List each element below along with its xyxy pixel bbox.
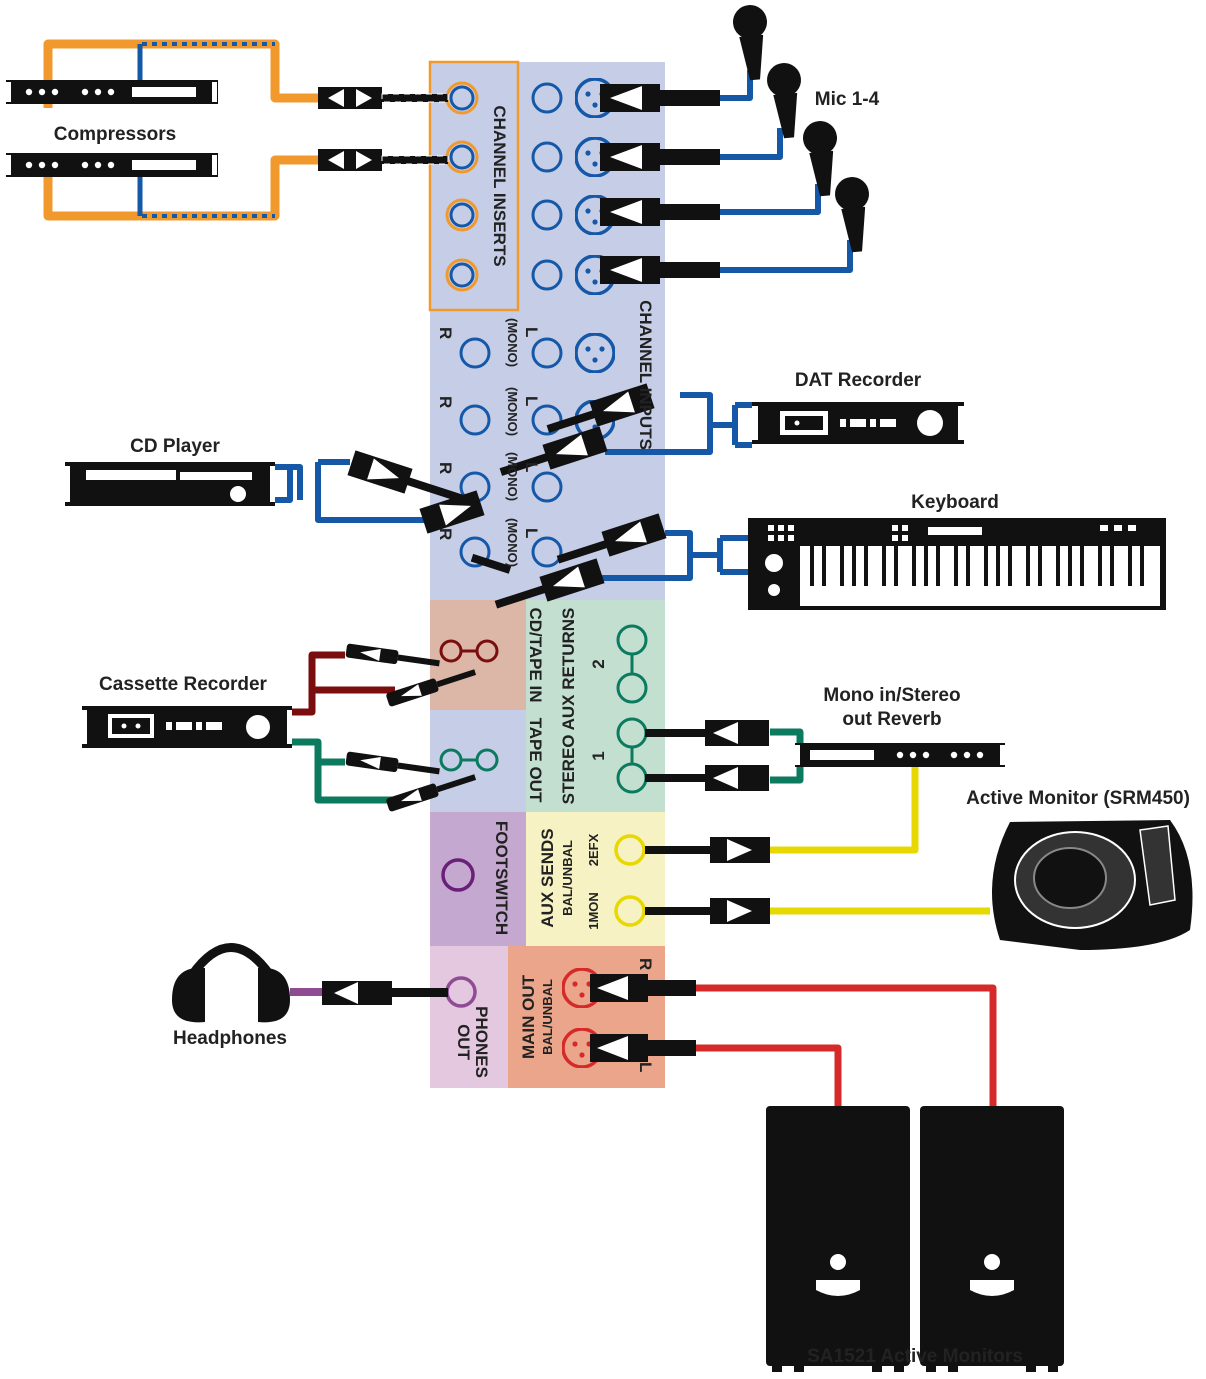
- reverb-unit-device: [795, 743, 1005, 767]
- plugs: [318, 84, 770, 1062]
- label-mono-1: (MONO): [505, 318, 520, 367]
- label-mono-4: (MONO): [505, 518, 520, 567]
- label-cd-player: CD Player: [130, 436, 220, 457]
- label-mono-3: (MONO): [505, 452, 520, 501]
- label-reverb-line1: Mono in/Stereo: [823, 685, 960, 706]
- label-main-bal-unbal: BAL/UNBAL: [540, 979, 555, 1055]
- label-r-1: R: [436, 327, 455, 339]
- label-compressors: Compressors: [54, 124, 177, 145]
- label-main-r: R: [636, 958, 655, 970]
- label-mono-2: (MONO): [505, 387, 520, 436]
- panel-aux-returns: [526, 600, 665, 812]
- label-dat-recorder: DAT Recorder: [795, 370, 922, 391]
- sa1521-monitors-device: [766, 1106, 1064, 1372]
- label-mics: Mic 1-4: [815, 89, 880, 110]
- label-return-2: 2: [589, 659, 608, 668]
- panel-labels: CHANNEL INSERTS CHANNEL INPUTS R L (MONO…: [436, 105, 655, 1078]
- compressor-units: [6, 80, 218, 177]
- aux-send-jacks: [614, 834, 646, 927]
- label-l-3: L: [522, 462, 541, 472]
- label-active-monitor: Active Monitor (SRM450): [966, 788, 1190, 809]
- label-footswitch: FOOTSWITCH: [492, 821, 511, 935]
- dat-recorder-device: [752, 402, 964, 444]
- keyboard-device: [748, 518, 1166, 610]
- label-keyboard: Keyboard: [911, 492, 999, 513]
- label-reverb-line2: out Reverb: [842, 709, 941, 730]
- label-channel-inserts: CHANNEL INSERTS: [490, 105, 509, 266]
- label-main-out: MAIN OUT: [519, 974, 538, 1059]
- device-labels: Compressors Mic 1-4 DAT Recorder CD Play…: [54, 89, 1190, 1367]
- label-r-3: R: [436, 462, 455, 474]
- label-aux-bal-unbal: BAL/UNBAL: [560, 840, 575, 916]
- label-sa1521-monitors: SA1521 Active Monitors: [807, 1346, 1023, 1367]
- cassette-recorder-device: [82, 706, 292, 748]
- srm450-monitor-device: [992, 820, 1193, 950]
- label-l-4: L: [522, 528, 541, 538]
- cables: [43, 39, 997, 1106]
- label-r-2: R: [436, 396, 455, 408]
- label-cassette-recorder: Cassette Recorder: [99, 674, 268, 695]
- panel-footswitch: [430, 812, 526, 946]
- label-main-l: L: [636, 1062, 655, 1072]
- label-cd-tape-in: CD/TAPE IN: [526, 607, 545, 702]
- footswitch-jack: [441, 858, 475, 892]
- panel-phones: [430, 946, 508, 1088]
- insert-jacks: [445, 81, 479, 292]
- label-tape-out: TAPE OUT: [526, 718, 545, 803]
- label-send-1mon: 1MON: [586, 892, 601, 930]
- label-l-1: L: [522, 327, 541, 337]
- panel-aux-sends: [526, 812, 665, 946]
- label-return-1: 1: [589, 751, 608, 760]
- label-r-4: R: [436, 528, 455, 540]
- label-phones-line2: OUT: [454, 1024, 473, 1061]
- cd-player-device: [65, 462, 275, 506]
- rca-jacks: [439, 639, 499, 772]
- label-phones-line1: PHONES: [472, 1006, 491, 1078]
- headphones-icon: [172, 943, 290, 1023]
- label-stereo-aux-returns: STEREO AUX RETURNS: [559, 608, 578, 805]
- channel-inserts-outline: [428, 60, 520, 312]
- label-aux-sends: AUX SENDS: [538, 828, 557, 927]
- microphone-icons: [733, 5, 869, 253]
- label-headphones: Headphones: [173, 1028, 287, 1049]
- label-channel-inputs: CHANNEL INPUTS: [636, 300, 655, 450]
- label-send-2efx: 2EFX: [586, 833, 601, 866]
- channel-trs-jacks: [459, 82, 563, 568]
- label-l-2: L: [522, 396, 541, 406]
